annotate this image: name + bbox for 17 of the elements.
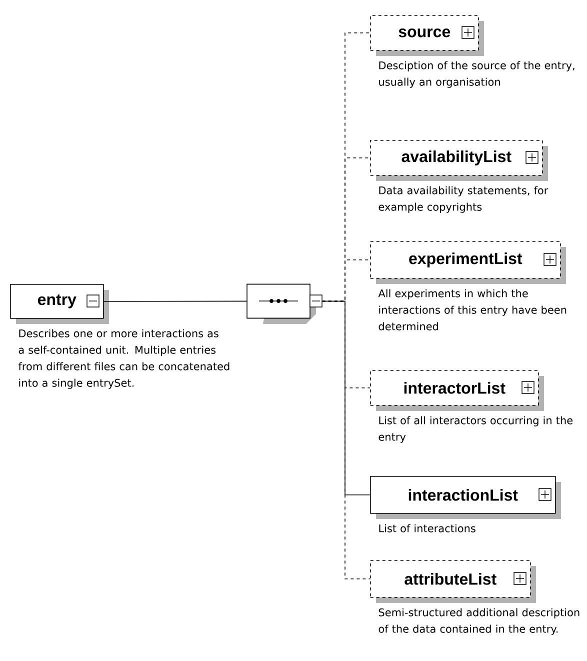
element-box: availabilityList xyxy=(370,140,548,181)
sequence-symbol xyxy=(246,284,322,324)
connector-line xyxy=(103,300,247,302)
description-text: Desciption of the source of the entry, usually an organisation xyxy=(379,61,574,88)
connector-line xyxy=(322,300,370,496)
description-text: Semi-structured additional description of the data contained in the entry. xyxy=(378,608,580,635)
description-text: All experiments in which the interactions of this entry have been determined xyxy=(378,289,566,330)
description-text: List of all interactors occurring in the entry xyxy=(378,416,573,443)
element-box: interactionList xyxy=(370,476,561,519)
element-box: experimentList xyxy=(370,241,566,284)
element-box: interactorList xyxy=(370,370,544,411)
element-box: entry xyxy=(10,284,109,324)
description-text: Data availability statements, for example copyrights xyxy=(378,186,548,213)
element-box: attributeList xyxy=(370,560,536,603)
description-text: Describes one or more interactions as a self-contained unit. Multiple entries from different files can be concatenated into a single entrySet. xyxy=(18,329,230,389)
description-text: List of interactions xyxy=(379,524,476,532)
element-box: source xyxy=(370,15,484,56)
